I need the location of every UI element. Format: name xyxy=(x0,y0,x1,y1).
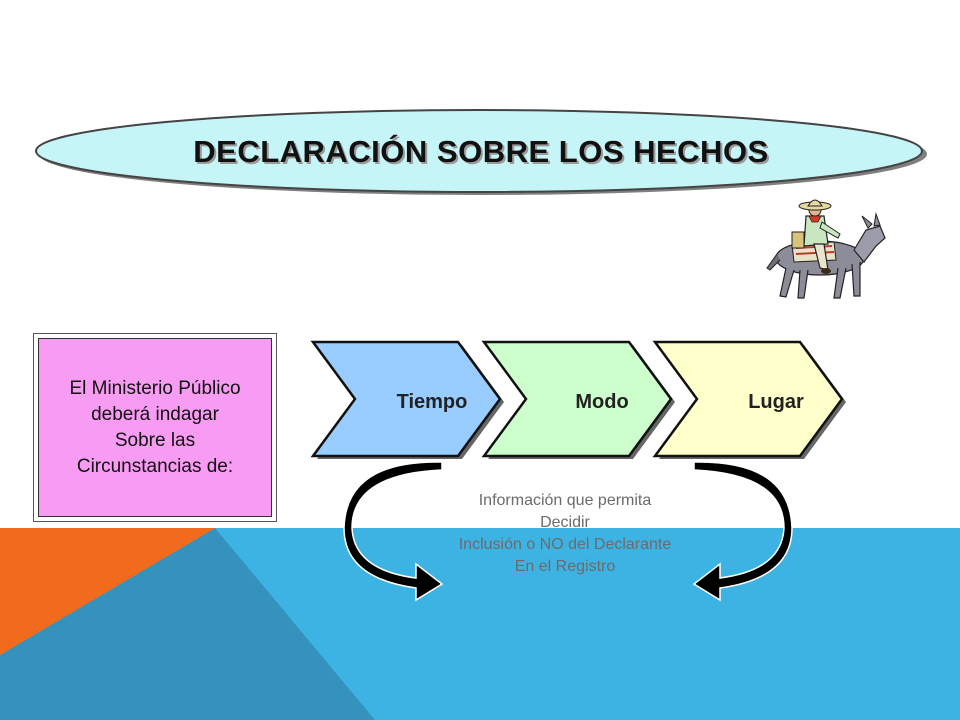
step-label-lugar: Lugar xyxy=(748,390,804,413)
chevron-step-lugar xyxy=(652,340,846,459)
step-label-modo: Modo xyxy=(575,390,629,413)
box-line: El Ministerio Público xyxy=(69,377,241,399)
circumstances-box: El Ministerio Público deberá indagar Sob… xyxy=(33,333,277,522)
info-line: Inclusión o NO del Declarante xyxy=(458,536,672,553)
man-on-donkey-icon xyxy=(766,199,886,299)
box-line: Circunstancias de: xyxy=(76,455,234,477)
circumstances-box-inner: El Ministerio Público deberá indagar Sob… xyxy=(38,338,272,517)
page-title: DECLARACIÓN SOBRE LOS HECHOS xyxy=(193,134,769,169)
curved-right-arrow-icon xyxy=(692,461,793,602)
curved-arrows xyxy=(343,461,793,602)
info-line: Decidir xyxy=(540,514,590,531)
step-label-tiempo: Tiempo xyxy=(396,390,468,413)
bg-dark-blue-triangle xyxy=(0,528,375,720)
process-chevrons xyxy=(310,340,846,459)
chevron-step-tiempo xyxy=(310,340,504,459)
bg-orange-triangle xyxy=(0,528,215,655)
chevron-step-modo xyxy=(481,340,675,459)
info-line: En el Registro xyxy=(514,558,616,575)
curved-left-arrow-icon xyxy=(343,461,444,602)
info-line: Información que permita xyxy=(478,492,652,509)
title-oval xyxy=(35,109,927,195)
box-line: deberá indagar xyxy=(91,403,219,425)
decision-info-text: Información que permita Decidir Inclusió… xyxy=(420,490,710,578)
box-line: Sobre las xyxy=(114,429,196,451)
